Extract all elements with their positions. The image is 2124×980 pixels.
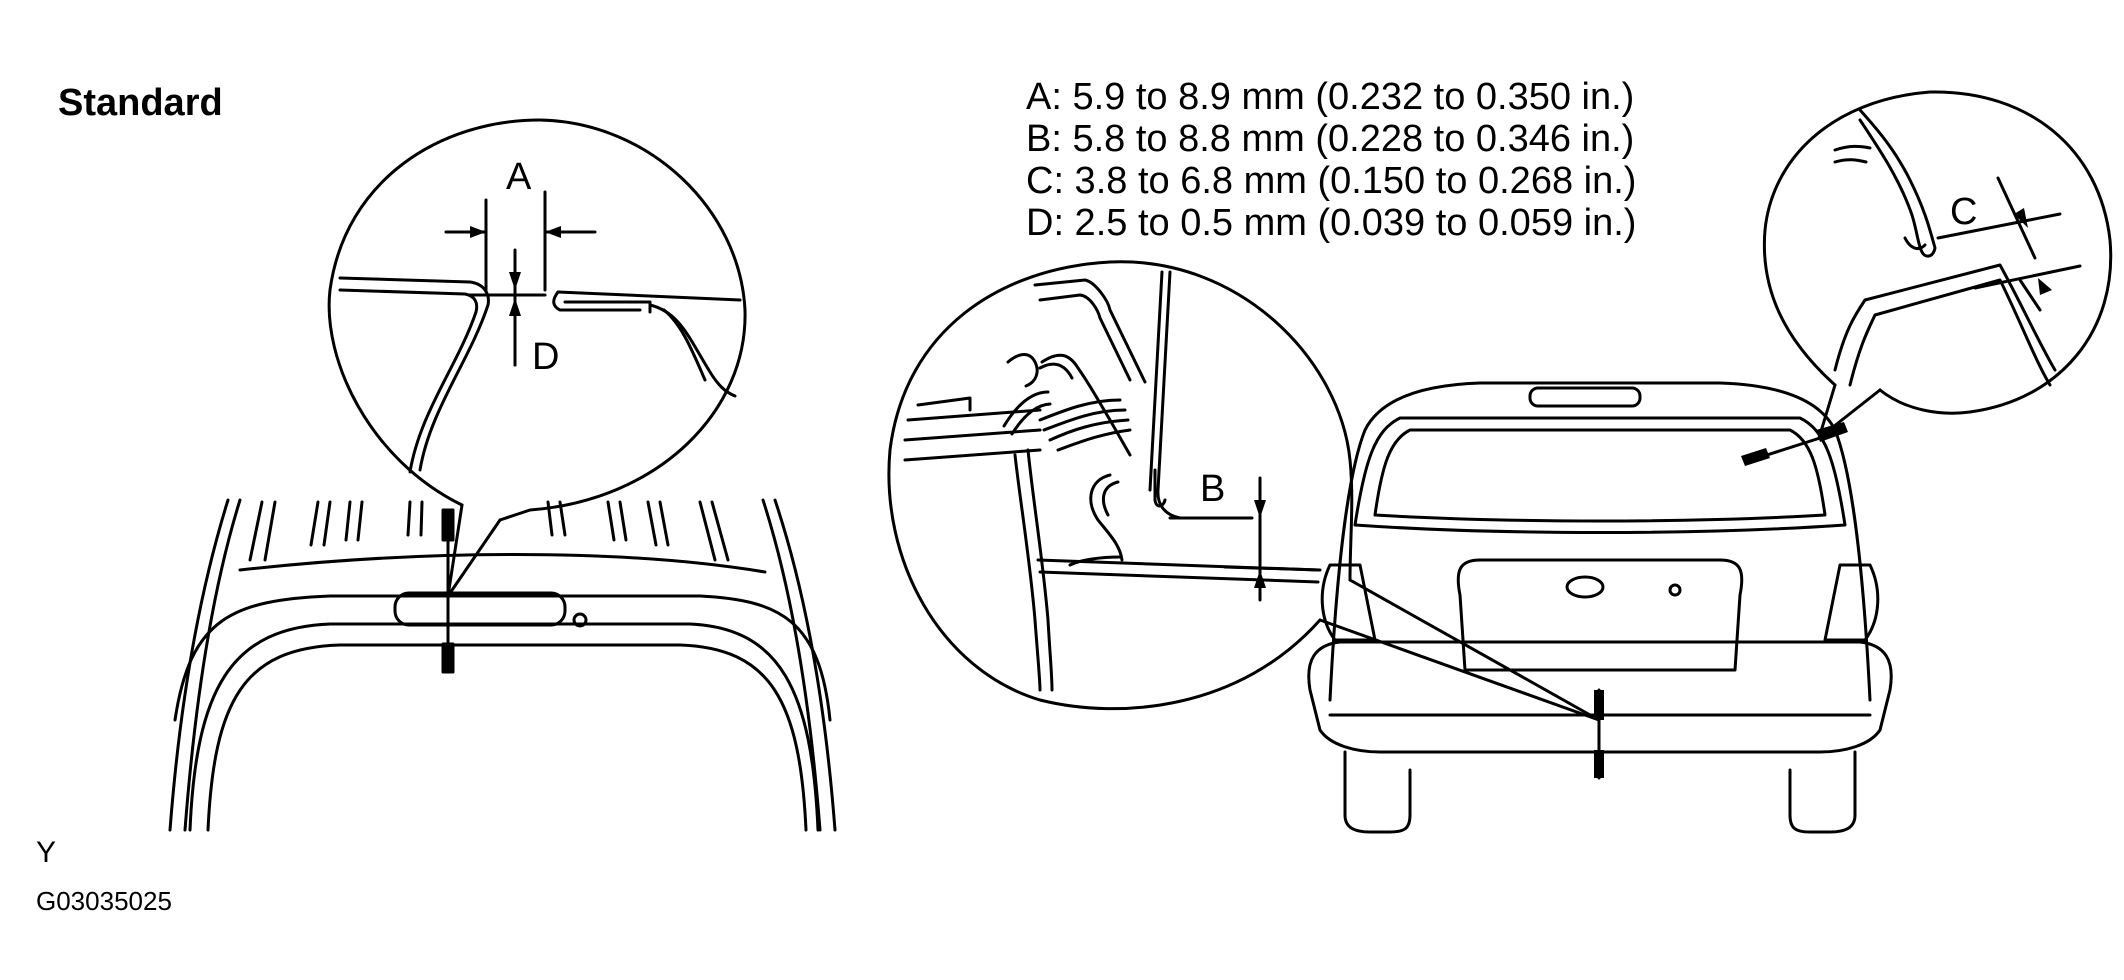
callout-label-a: A xyxy=(506,156,532,198)
roof-rear-view-drawing xyxy=(168,498,837,832)
callout-magnifier-b xyxy=(887,260,1601,722)
spec-line-a: A: 5.9 to 8.9 mm (0.232 to 0.350 in.) xyxy=(1026,76,1635,118)
callout-label-c: C xyxy=(1950,191,1978,233)
corner-letter: Y xyxy=(36,836,57,869)
spec-line-b: B: 5.8 to 8.8 mm (0.228 to 0.346 in.) xyxy=(1026,118,1635,160)
callout-label-b: B xyxy=(1200,468,1226,510)
detail-a-d-arrowheads xyxy=(470,226,561,316)
spec-line-d: D: 2.5 to 0.5 mm (0.039 to 0.059 in.) xyxy=(1026,202,1637,244)
detail-a-d-drawing xyxy=(338,190,742,474)
detail-c-arrowheads xyxy=(2014,208,2052,295)
detail-c-drawing xyxy=(1833,108,2082,387)
left-measure-mark-bottom xyxy=(441,642,455,674)
callout-label-d: D xyxy=(532,336,560,378)
callout-magnifier-c xyxy=(1762,90,2113,440)
figure-code: G03035025 xyxy=(36,886,172,916)
detail-b-drawing xyxy=(903,270,1322,692)
page-title: Standard xyxy=(58,82,223,124)
detail-b-arrowheads xyxy=(1254,500,1266,588)
window-measure-marks xyxy=(1741,422,1848,466)
left-measure-mark-top xyxy=(441,508,455,542)
callout-magnifier-a-d xyxy=(327,118,747,598)
spec-line-c: C: 3.8 to 6.8 mm (0.150 to 0.268 in.) xyxy=(1026,160,1637,202)
vehicle-rear-view-drawing xyxy=(1307,381,1893,834)
